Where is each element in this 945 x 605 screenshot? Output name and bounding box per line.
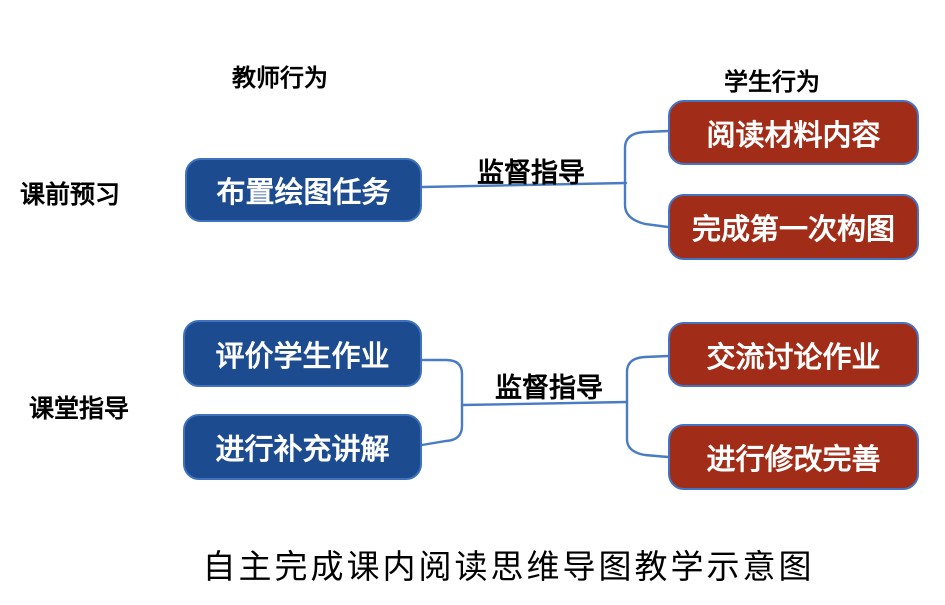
student-box-revise-improve: 进行修改完善 (668, 424, 919, 490)
bracket-split-top (623, 129, 670, 229)
student-box-revise-improve-label: 进行修改完善 (706, 444, 881, 476)
teacher-box-supplement-explain: 进行补充讲解 (183, 414, 422, 480)
diagram-caption: 自主完成课内阅读思维导图教学示意图 (202, 547, 815, 586)
student-box-read-material: 阅读材料内容 (668, 100, 919, 165)
teacher-box-assign-task: 布置绘图任务 (185, 158, 422, 222)
bracket-split-bottom (625, 354, 670, 459)
student-box-discuss-homework-label: 交流讨论作业 (706, 341, 881, 374)
row-label-in-class: 课堂指导 (28, 395, 130, 423)
column-header-student: 学生行为 (724, 69, 820, 96)
teacher-box-evaluate-homework-label: 评价学生作业 (215, 340, 390, 373)
connector-top-line (420, 181, 628, 189)
row-label-pre-class: 课前预习 (19, 181, 121, 209)
teacher-box-supplement-explain-label: 进行补充讲解 (215, 434, 390, 466)
student-box-read-material-label: 阅读材料内容 (706, 119, 881, 152)
connector-bottom-line (460, 400, 629, 407)
bracket-merge-bottom (420, 358, 464, 447)
column-header-teacher: 教师行为 (232, 65, 328, 92)
student-box-discuss-homework: 交流讨论作业 (668, 322, 919, 387)
edge-label-supervise-bottom: 监督指导 (495, 373, 603, 403)
teacher-box-assign-task-label: 布置绘图任务 (216, 177, 391, 209)
teacher-box-evaluate-homework: 评价学生作业 (183, 320, 422, 387)
edge-label-supervise-top: 监督指导 (477, 158, 585, 188)
student-box-first-mindmap: 完成第一次构图 (668, 194, 919, 260)
student-box-first-mindmap-label: 完成第一次构图 (691, 214, 895, 246)
